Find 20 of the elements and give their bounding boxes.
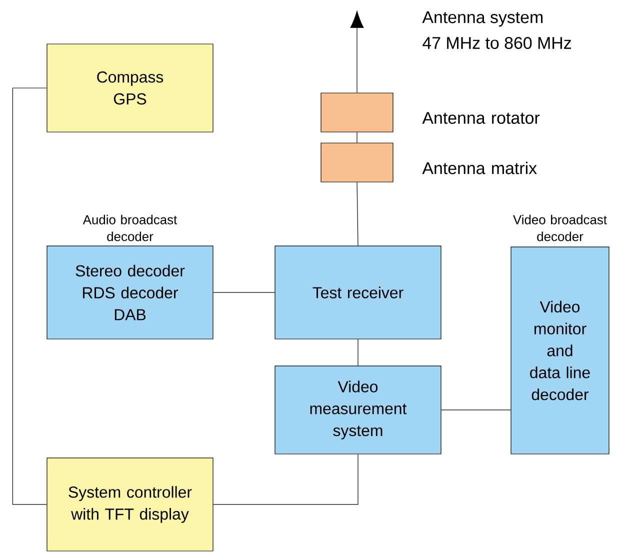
connector-line: [12, 88, 47, 505]
antenna-block: [320, 92, 394, 132]
beside-label: Antenna matrix: [422, 162, 537, 174]
unit-box: Stereo decoder RDS decoder DAB: [46, 246, 214, 340]
antenna-block: [320, 142, 394, 182]
arrow: [350, 10, 364, 93]
connector-line: [356, 182, 358, 246]
beside-label: Audio broadcast decoder: [82, 214, 178, 242]
connector-line: [213, 454, 358, 505]
unit-box: Video measurement system: [274, 366, 442, 454]
connector-line: [213, 292, 275, 293]
unit-box: System controller with TFT display: [46, 458, 214, 552]
connector-line: [356, 132, 358, 143]
antenna-label: Antenna system: [422, 11, 542, 27]
beside-label: Video broadcast decoder: [513, 214, 607, 242]
unit-box: Test receiver: [274, 246, 442, 340]
beside-label: Antenna rotator: [422, 112, 540, 124]
antenna-label: 47 MHz to 860 MHz: [422, 37, 571, 49]
unit-box: Video monitor and data line decoder: [510, 246, 610, 454]
unit-box: Compass GPS: [46, 44, 214, 132]
